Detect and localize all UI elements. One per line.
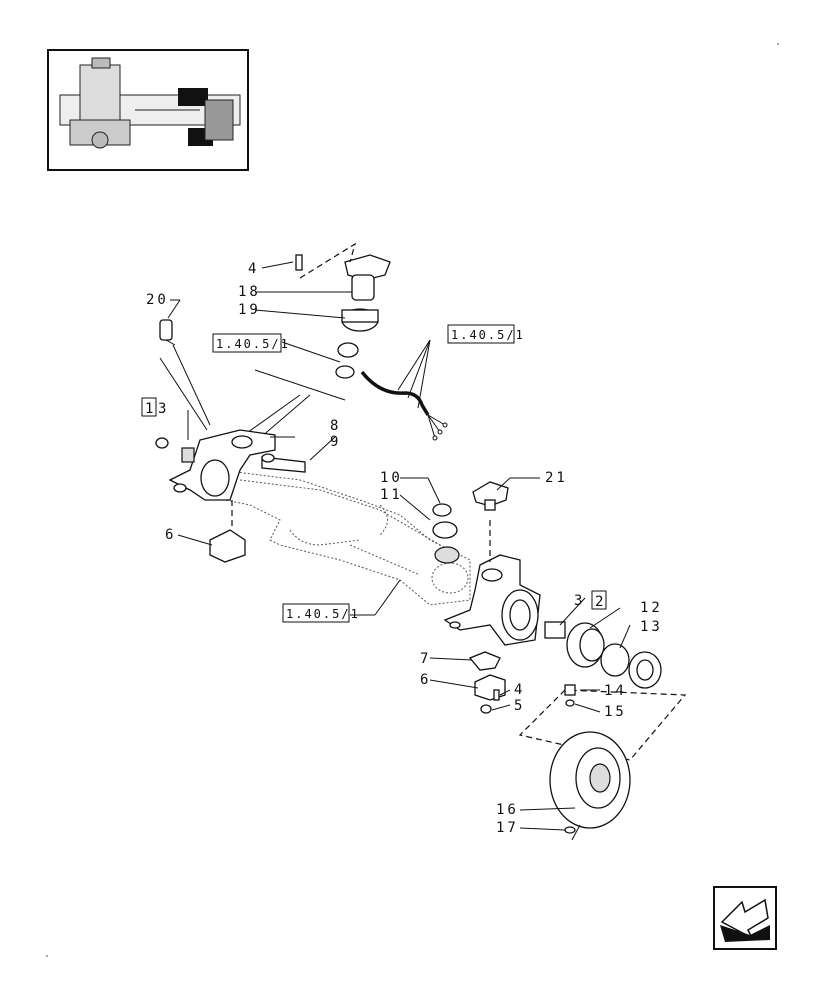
boxed-number-2[interactable]: 2 [591, 590, 607, 610]
label-5: 5 [514, 698, 525, 714]
reference-box-top[interactable]: 1.40.5/1 [447, 324, 525, 344]
right-top-cap [472, 481, 509, 511]
reference-box-left[interactable]: 1.40.5/1 [212, 333, 290, 353]
wheel-hub-16 [518, 689, 687, 841]
label-4b: 4 [514, 682, 525, 698]
label-12: 12 [640, 600, 663, 616]
axle-housing [219, 469, 471, 606]
label-9: 9 [330, 434, 341, 450]
svg-text:2: 2 [595, 594, 606, 610]
label-7: 7 [420, 651, 431, 667]
boxed-number-1[interactable]: 1 [141, 397, 157, 417]
left-bottom-cap [209, 500, 246, 563]
hub-seal-bearings [544, 621, 662, 689]
axle-assembly-thumbnail-icon [59, 57, 241, 149]
label-18: 18 [238, 284, 261, 300]
label-6b: 6 [420, 672, 431, 688]
label-17: 17 [496, 820, 519, 836]
leader-lines [167, 261, 631, 831]
label-6a: 6 [165, 527, 176, 543]
label-3a: 3 [158, 401, 169, 417]
part-labels: 4 18 19 20 3 8 9 10 11 21 6 3 12 13 7 6 … [146, 261, 663, 836]
label-21: 21 [545, 470, 568, 486]
lower-cap-6-7 [468, 651, 506, 714]
label-3b: 3 [574, 593, 585, 609]
label-11: 11 [380, 487, 403, 503]
sensor-cable [360, 339, 448, 441]
label-15: 15 [604, 704, 627, 720]
svg-text:1.40.5/1: 1.40.5/1 [286, 607, 360, 621]
label-13: 13 [640, 619, 663, 635]
pin-8-9 [261, 453, 306, 473]
next-page-button[interactable] [713, 886, 777, 950]
label-4a: 4 [248, 261, 259, 277]
label-10: 10 [380, 470, 403, 486]
upper-pivot-assembly [295, 242, 391, 379]
seals-10-11 [432, 503, 460, 564]
label-20: 20 [146, 292, 169, 308]
left-steering-knuckle [155, 429, 276, 501]
svg-text:1.40.5/1: 1.40.5/1 [451, 328, 525, 342]
label-8: 8 [330, 418, 341, 434]
svg-text:1.40.5/1: 1.40.5/1 [216, 337, 290, 351]
right-steering-knuckle [443, 520, 541, 646]
next-page-arrow-icon [720, 898, 770, 942]
label-14: 14 [604, 683, 627, 699]
reference-box-bottom[interactable]: 1.40.5/1 [282, 603, 360, 623]
grease-fitting-20 [159, 319, 211, 431]
svg-text:1: 1 [145, 401, 156, 417]
thumbnail-frame [47, 49, 249, 171]
bolts-14-15 [564, 684, 576, 707]
label-16: 16 [496, 802, 519, 818]
label-19: 19 [238, 302, 261, 318]
